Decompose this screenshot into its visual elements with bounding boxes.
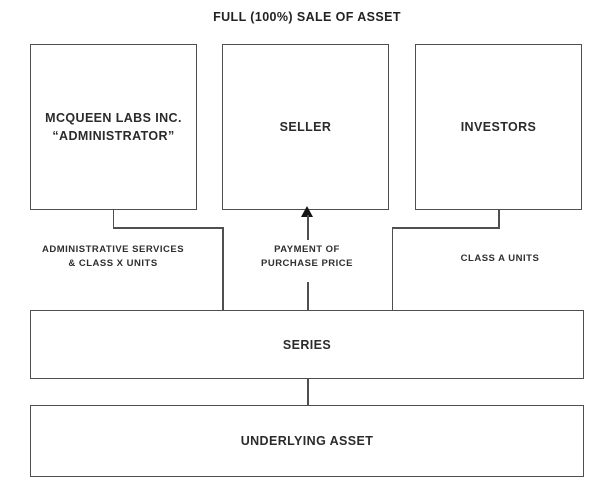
node-administrator-label: MCQUEEN LABS INC. “ADMINISTRATOR” xyxy=(45,109,182,145)
node-seller: SELLER xyxy=(222,44,389,210)
node-administrator: MCQUEEN LABS INC. “ADMINISTRATOR” xyxy=(30,44,197,210)
edge-series-seller-segment-upper xyxy=(307,215,309,240)
node-seller-label: SELLER xyxy=(279,120,332,134)
edge-label-administrative-services: ADMINISTRATIVE SERVICES & CLASS X UNITS xyxy=(23,243,203,270)
node-series-label: SERIES xyxy=(282,337,332,352)
diagram-title: FULL (100%) SALE OF ASSET xyxy=(213,10,401,24)
up-arrowhead-icon xyxy=(301,206,314,217)
edge-administrator-series-segment-into-series xyxy=(222,227,224,310)
edge-label-payment-line1: PAYMENT OF xyxy=(274,244,340,255)
edge-label-administrative-services-line1: ADMINISTRATIVE SERVICES xyxy=(41,244,185,255)
edge-label-administrative-services-line2: & CLASS X UNITS xyxy=(68,257,158,269)
edge-investors-series-segment-across xyxy=(391,227,500,229)
node-administrator-name: MCQUEEN LABS INC. xyxy=(45,111,182,125)
node-administrator-role: “ADMINISTRATOR” xyxy=(52,129,175,143)
node-underlying-asset: UNDERLYING ASSET xyxy=(30,405,584,477)
edge-administrator-series-segment-down xyxy=(112,210,114,228)
edge-label-payment: PAYMENT OF PURCHASE PRICE xyxy=(227,243,387,270)
edge-investors-series-segment-down xyxy=(498,210,500,228)
node-investors: INVESTORS xyxy=(415,44,582,210)
edge-label-class-a-units-line1: CLASS A UNITS xyxy=(460,253,540,264)
edge-series-underlying-asset-segment xyxy=(307,379,309,405)
node-underlying-asset-label: UNDERLYING ASSET xyxy=(240,434,374,448)
node-investors-label: INVESTORS xyxy=(460,120,537,134)
node-series: SERIES xyxy=(30,310,584,379)
edge-series-seller-segment-lower xyxy=(307,282,309,310)
edge-label-payment-line2: PURCHASE PRICE xyxy=(261,257,353,269)
edge-administrator-series-segment-across xyxy=(112,227,224,229)
edge-label-class-a-units: CLASS A UNITS xyxy=(420,252,580,266)
edge-investors-series-segment-into-series xyxy=(391,227,393,310)
